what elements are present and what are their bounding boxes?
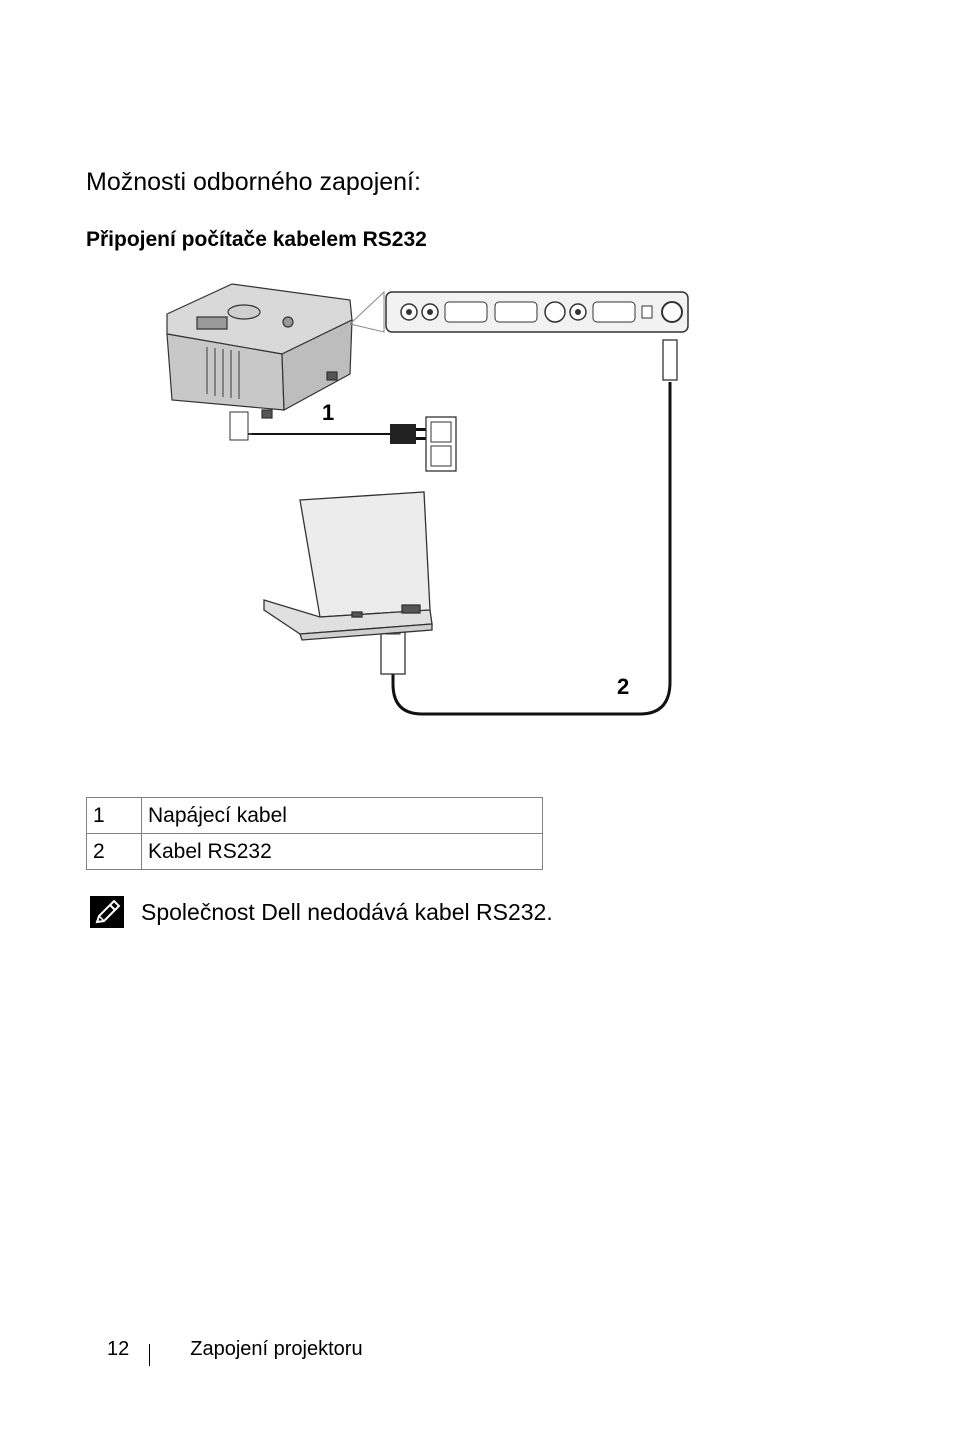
note-pencil-icon: [90, 896, 124, 928]
page-number: 12: [107, 1338, 130, 1360]
legend-label: Kabel RS232: [141, 833, 543, 870]
legend-label: Napájecí kabel: [141, 797, 543, 834]
callout-1: 1: [322, 400, 334, 425]
callout-2: 2: [617, 674, 629, 699]
note-block: Společnost Dell nedodává kabel RS232.: [90, 896, 553, 928]
footer-divider: [149, 1343, 151, 1366]
legend-number: 1: [86, 797, 142, 834]
table-row: 2 Kabel RS232: [86, 833, 543, 870]
legend-number: 2: [86, 833, 142, 870]
connection-diagram: 1 2: [166, 283, 689, 716]
projector-illustration: [166, 283, 353, 419]
table-row: 1 Napájecí kabel: [86, 797, 543, 834]
section-subheading: Připojení počítače kabelem RS232: [86, 228, 427, 251]
page-heading: Možnosti odborného zapojení:: [86, 168, 421, 196]
rear-panel-illustration: [385, 291, 689, 333]
laptop-illustration: [263, 491, 433, 641]
power-cord: [229, 411, 457, 472]
rs232-cable: [391, 382, 672, 716]
note-text: Společnost Dell nedodává kabel RS232.: [141, 898, 553, 925]
page-footer: 12 Zapojení projektoru: [107, 1338, 363, 1366]
legend-table: 1 Napájecí kabel 2 Kabel RS232: [86, 797, 543, 870]
footer-section-title: Zapojení projektoru: [190, 1338, 363, 1360]
